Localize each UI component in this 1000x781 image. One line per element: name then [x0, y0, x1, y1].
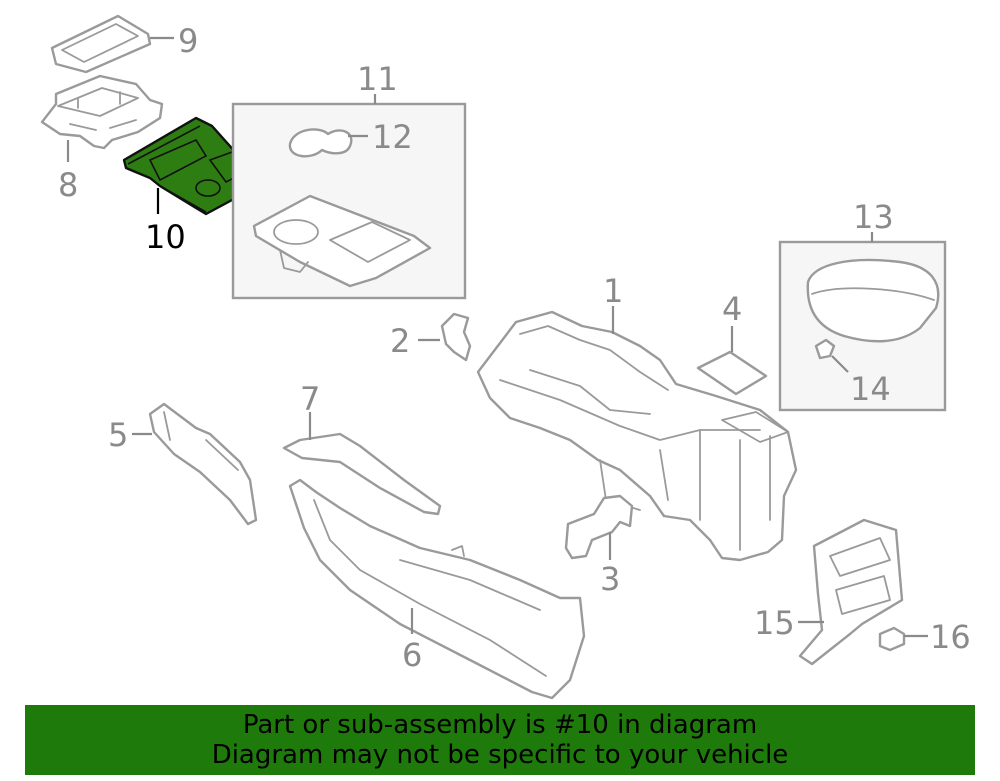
- callout-2[interactable]: 2: [390, 322, 410, 360]
- part-5-side-panel[interactable]: [148, 402, 258, 526]
- callout-1[interactable]: 1: [603, 272, 623, 310]
- part-14-clip[interactable]: [814, 338, 836, 360]
- callout-3[interactable]: 3: [600, 560, 620, 598]
- part-4-cover-plate[interactable]: [696, 350, 768, 396]
- callout-4[interactable]: 4: [722, 290, 742, 328]
- part-11-shifter-bezel[interactable]: [252, 194, 432, 288]
- part-6-side-cover[interactable]: [288, 478, 586, 700]
- callout-13[interactable]: 13: [853, 198, 894, 236]
- part-16-connector[interactable]: [878, 626, 906, 652]
- part-9-tray[interactable]: [50, 14, 152, 74]
- callout-15[interactable]: 15: [754, 604, 795, 642]
- part-3-support-bracket[interactable]: [564, 494, 634, 560]
- part-1-console-body[interactable]: [476, 310, 798, 562]
- part-8-bracket[interactable]: [40, 74, 164, 150]
- callout-11[interactable]: 11: [357, 60, 398, 98]
- part-info-banner: Part or sub-assembly is #10 in diagram D…: [25, 705, 975, 775]
- banner-line-2: Diagram may not be specific to your vehi…: [211, 740, 789, 770]
- callout-16[interactable]: 16: [930, 618, 971, 656]
- banner-line-1: Part or sub-assembly is #10 in diagram: [242, 710, 758, 740]
- callout-5[interactable]: 5: [108, 416, 128, 454]
- part-13-armrest-lid[interactable]: [806, 258, 940, 343]
- part-2-bracket[interactable]: [440, 312, 472, 362]
- part-12-cup-holder-liner[interactable]: [288, 128, 353, 158]
- callout-8[interactable]: 8: [58, 166, 78, 204]
- callout-6[interactable]: 6: [402, 636, 422, 674]
- callout-7[interactable]: 7: [300, 380, 320, 418]
- callout-10[interactable]: 10: [145, 218, 186, 256]
- callout-14[interactable]: 14: [850, 370, 891, 408]
- callout-12[interactable]: 12: [372, 118, 413, 156]
- callout-9[interactable]: 9: [178, 22, 198, 60]
- part-15-rear-vent-panel[interactable]: [798, 518, 904, 666]
- leader-14: [831, 355, 849, 373]
- part-7-trim-strip[interactable]: [282, 432, 442, 516]
